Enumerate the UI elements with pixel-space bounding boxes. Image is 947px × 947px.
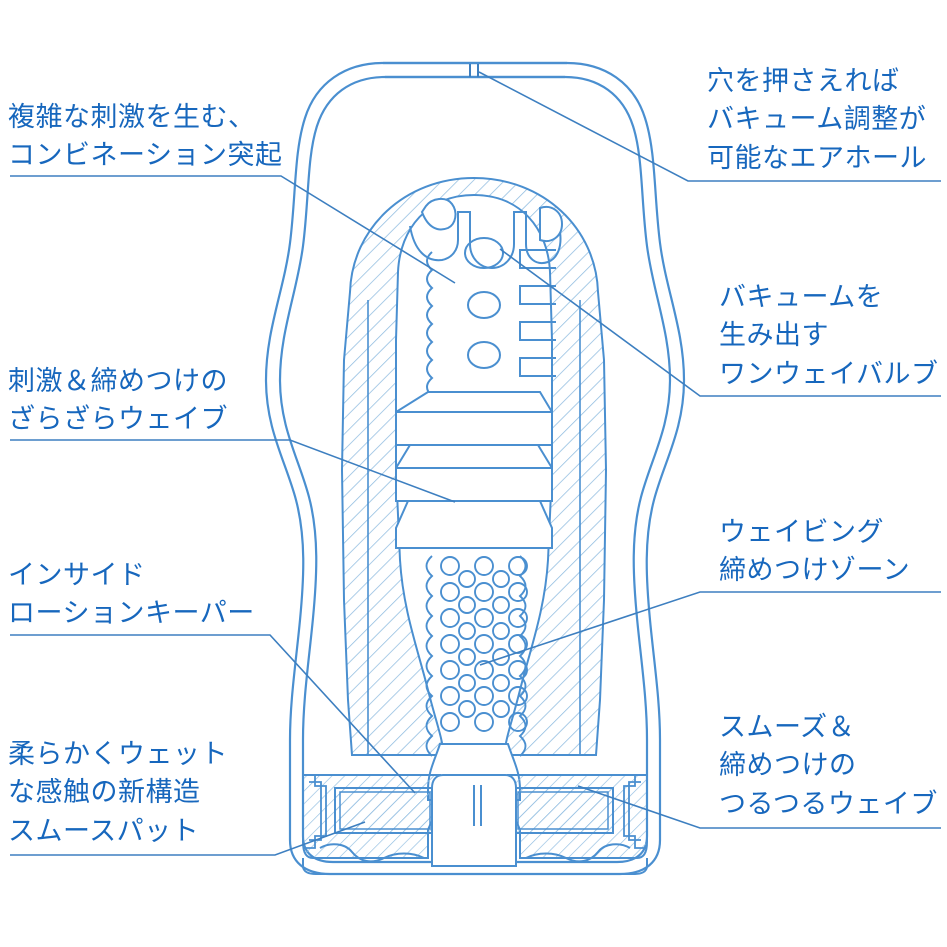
air-hole-slot: [469, 64, 479, 77]
combination-projection-chamber: [409, 198, 564, 270]
label-rough-wave: 刺激＆締めつけの ざらざらウェイブ: [8, 366, 228, 435]
leader-lines: [10, 71, 941, 856]
label-smooth-pat: 柔らかくウェット な感触の新構造 スムースパット: [8, 739, 228, 846]
label-smooth-wave: スムーズ＆ 締めつけの つるつるウェイブ: [719, 712, 938, 819]
label-one-way-valve: バキュームを 生み出す ワンウェイバルブ: [719, 282, 939, 389]
one-way-valve-bands: [395, 391, 553, 549]
label-combination-projections: 複雑な刺激を生む、 コンビネーション突起: [8, 102, 283, 171]
smooth-pad-blocks: [334, 787, 614, 834]
label-air-hole: 穴を押さえれば バキューム調整が 可能なエアホール: [707, 66, 927, 173]
base-cup: [302, 774, 648, 875]
dotted-tightening-zone: [425, 555, 528, 757]
label-waving-tightening-zone: ウェイビング 締めつけゾーン: [719, 517, 911, 586]
label-inside-lotion-keeper: インサイド ローションキーパー: [8, 560, 255, 629]
